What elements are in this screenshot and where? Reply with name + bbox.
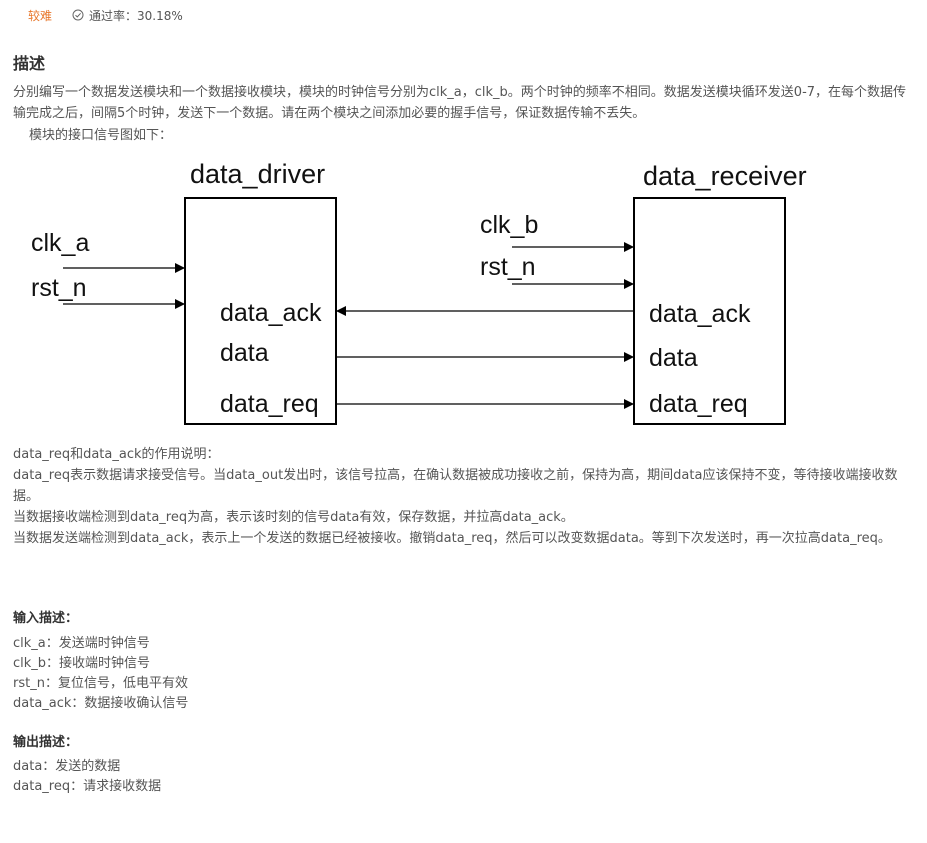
note-line: data_req和data_ack的作用说明： (13, 447, 220, 462)
driver-port-ack-label: data_ack (220, 299, 322, 327)
receiver-input-clk-label: clk_b (480, 211, 538, 239)
check-circle-icon (72, 9, 84, 21)
driver-port-req-label: data_req (220, 390, 319, 418)
list-item: clk_b：接收端时钟信号 (13, 656, 151, 671)
driver-input-rst-label: rst_n (31, 274, 87, 302)
problem-meta: 较难 通过率：30.18% (28, 6, 183, 24)
receiver-module-box (633, 197, 786, 425)
list-item: data_req：请求接收数据 (13, 779, 162, 794)
receiver-port-data-label: data (649, 344, 698, 372)
description-title: 描述 (13, 54, 46, 73)
input-description-title: 输入描述： (13, 611, 79, 626)
driver-port-data-label: data (220, 339, 269, 367)
handshake-notes: data_req和data_ack的作用说明： data_req表示数据请求接受… (13, 444, 918, 549)
interface-diagram: data_driver clk_a rst_n data_ack data da… (31, 159, 807, 425)
output-description-list: data：发送的数据 data_req：请求接收数据 (13, 757, 161, 797)
receiver-input-rst-label: rst_n (480, 253, 536, 281)
receiver-module-title: data_receiver (643, 161, 807, 191)
receiver-port-req-label: data_req (649, 390, 748, 418)
list-item: data_ack：数据接收确认信号 (13, 696, 189, 711)
diagram-intro: 模块的接口信号图如下： (29, 128, 173, 143)
note-line: 当数据接收端检测到data_req为高，表示该时刻的信号data有效，保存数据，… (13, 510, 574, 525)
output-description-title: 输出描述： (13, 735, 79, 750)
pass-rate-text: 通过率：30.18% (89, 8, 183, 23)
list-item: clk_a：发送端时钟信号 (13, 636, 150, 651)
note-line: data_req表示数据请求接受信号。当data_out发出时，该信号拉高，在确… (13, 468, 898, 504)
driver-module-title: data_driver (190, 159, 325, 189)
description-paragraph: 分别编写一个数据发送模块和一个数据接收模块，模块的时钟信号分别为clk_a，cl… (13, 85, 907, 121)
driver-input-clk-label: clk_a (31, 229, 89, 257)
list-item: data：发送的数据 (13, 759, 121, 774)
difficulty-label: 较难 (28, 8, 53, 23)
list-item: rst_n：复位信号，低电平有效 (13, 676, 188, 691)
note-line: 当数据发送端检测到data_ack，表示上一个发送的数据已经被接收。撤销data… (13, 531, 891, 546)
input-description-list: clk_a：发送端时钟信号 clk_b：接收端时钟信号 rst_n：复位信号，低… (13, 634, 188, 714)
receiver-port-ack-label: data_ack (649, 300, 751, 328)
pass-rate: 通过率：30.18% (72, 7, 183, 24)
